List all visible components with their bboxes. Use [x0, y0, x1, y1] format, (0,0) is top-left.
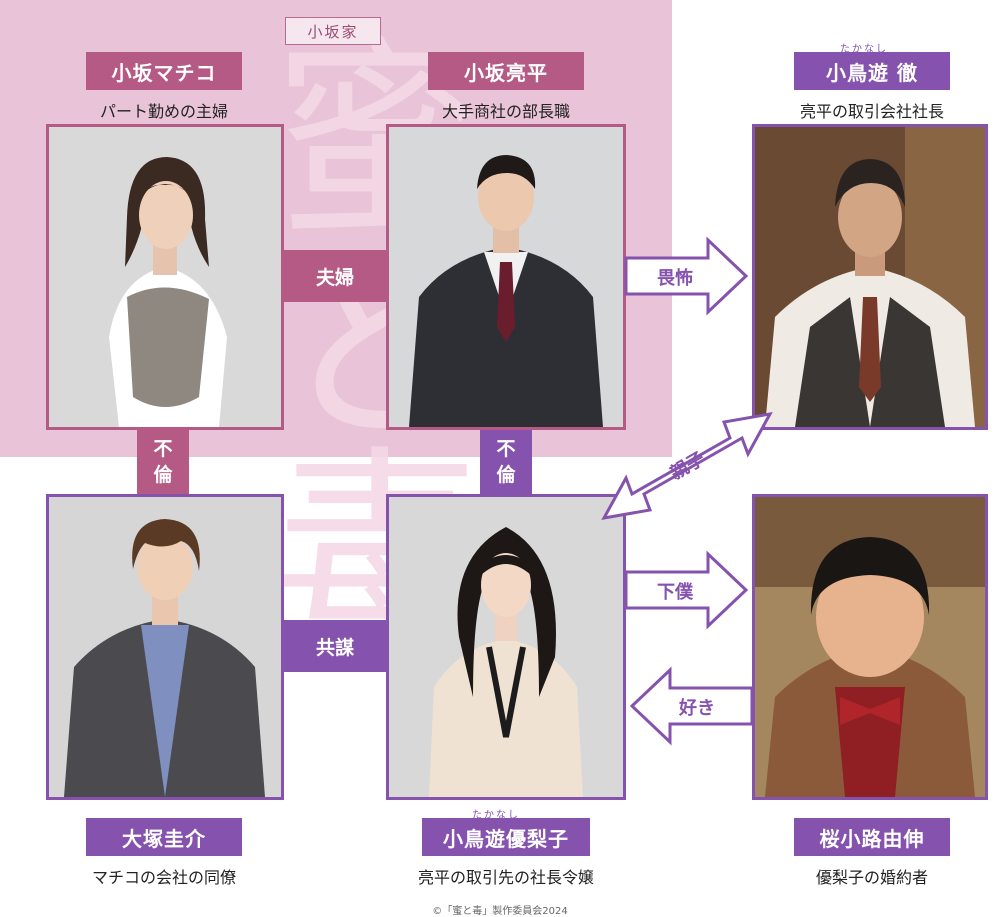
- ruby-yuriko: たかなし: [472, 810, 520, 821]
- name-tag-yuriko: 小鳥遊優梨子: [422, 818, 590, 856]
- desc-machiko: パート勤めの主婦: [99, 102, 228, 121]
- relation-affair-right: 不 倫: [480, 430, 532, 494]
- name-tag-ryohei: 小坂亮平: [428, 52, 584, 90]
- desc-ryohei: 大手商社の部長職: [441, 102, 570, 121]
- name-tag-machiko: 小坂マチコ: [86, 52, 242, 90]
- young-man-portrait-icon: [49, 497, 281, 797]
- older-man-vest-portrait-icon: [755, 127, 985, 427]
- photo-keisuke[interactable]: [46, 494, 284, 800]
- name-tag-toru: 小鳥遊 徹: [794, 52, 950, 90]
- relation-conspiracy: 共謀: [284, 620, 386, 672]
- photo-toru[interactable]: [752, 124, 988, 430]
- desc-toru: 亮平の取引会社社長: [799, 102, 944, 121]
- woman-portrait-icon: [49, 127, 281, 427]
- ruby-toru: たかなし: [840, 44, 888, 55]
- arrow-parent-child: [601, 411, 773, 521]
- photo-yoshinobu[interactable]: [752, 494, 988, 800]
- man-bowtie-portrait-icon: [755, 497, 985, 797]
- relation-affair-left: 不 倫: [137, 430, 189, 494]
- arrow-love: [629, 666, 754, 746]
- name-tag-keisuke: 大塚圭介: [86, 818, 242, 856]
- relation-couple: 夫婦: [284, 250, 386, 302]
- arrow-fear: [624, 236, 749, 316]
- label-servant: 下僕: [657, 582, 693, 603]
- young-woman-portrait-icon: [389, 497, 623, 797]
- desc-yuriko: 亮平の取引先の社長令嬢: [417, 868, 594, 887]
- label-love: 好き: [679, 698, 715, 719]
- photo-yuriko[interactable]: [386, 494, 626, 800]
- photo-machiko[interactable]: [46, 124, 284, 430]
- family-label: 小坂家: [285, 17, 381, 45]
- desc-yoshinobu: 優梨子の婚約者: [815, 868, 928, 887]
- man-suit-portrait-icon: [389, 127, 623, 427]
- desc-keisuke: マチコの会社の同僚: [91, 868, 236, 887]
- copyright: ©「蜜と毒」製作委員会2024: [432, 906, 568, 917]
- label-fear: 畏怖: [657, 268, 693, 289]
- arrow-servant: [624, 550, 749, 630]
- photo-ryohei[interactable]: [386, 124, 626, 430]
- name-tag-yoshinobu: 桜小路由伸: [794, 818, 950, 856]
